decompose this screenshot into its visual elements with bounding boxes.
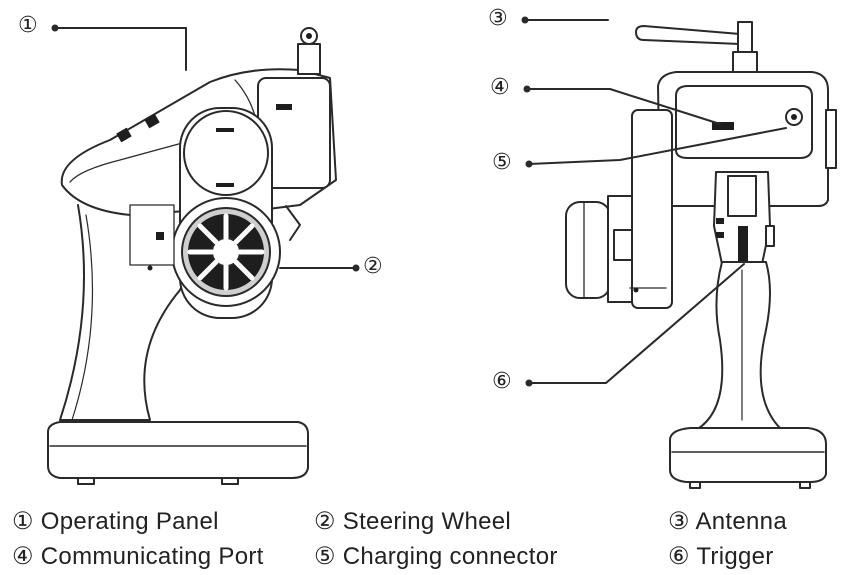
leader-lines: [51, 16, 787, 387]
legend-operating-panel: ① Operating Panel: [12, 508, 219, 535]
steering-wheel-shape: [171, 197, 281, 307]
callout-2: ②: [363, 254, 383, 279]
legend-trigger: ⑥ Trigger: [668, 543, 774, 570]
legend-communicating-port: ④ Communicating Port: [12, 543, 264, 570]
side-base: [47, 421, 309, 479]
transmitter-diagram: [47, 16, 837, 489]
callout-3: ③: [488, 6, 508, 31]
front-grip: [695, 261, 783, 431]
callout-6: ⑥: [492, 369, 512, 394]
side-view-transmitter: [47, 27, 337, 485]
front-view-transmitter: [565, 21, 837, 489]
callout-5: ⑤: [492, 150, 512, 175]
front-antenna: [635, 25, 741, 45]
front-base: [669, 427, 827, 483]
callout-1: ①: [18, 13, 38, 38]
callout-4: ④: [490, 75, 510, 100]
legend-antenna: ③ Antenna: [668, 508, 787, 535]
front-wheel: [565, 201, 611, 299]
legend-steering-wheel: ② Steering Wheel: [314, 508, 512, 535]
legend-charging-connector: ⑤ Charging connector: [314, 543, 558, 570]
